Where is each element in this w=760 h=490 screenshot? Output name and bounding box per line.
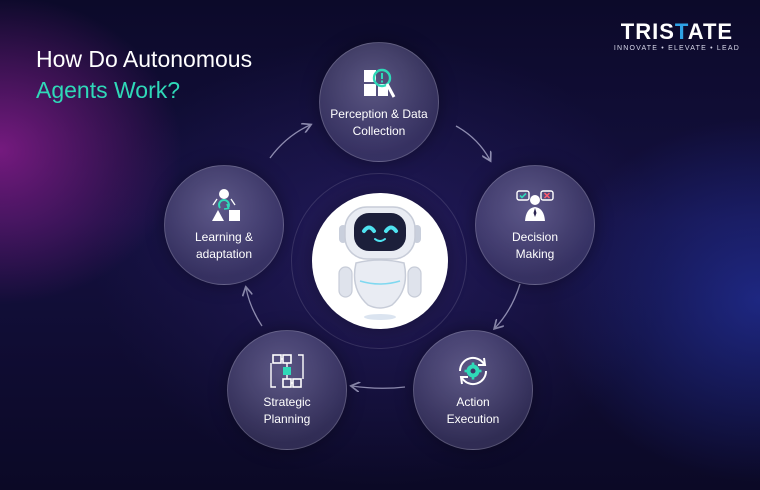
step-label: Action Execution: [446, 395, 500, 426]
step-strategic-planning: Strategic Planning: [227, 330, 347, 450]
tristate-logo: TRISTATE INNOVATE • ELEVATE • LEAD: [613, 20, 740, 53]
gear-refresh-icon: [458, 356, 488, 386]
page-title: How Do Autonomous Agents Work?: [36, 44, 252, 106]
step-action-execution: Action Execution: [413, 330, 533, 450]
step-label: Perception & Data Collection: [330, 107, 428, 138]
step-label: Decision Making: [511, 230, 559, 261]
center-hub: [312, 193, 448, 329]
step-label: Strategic Planning: [263, 395, 311, 426]
step-decision-making: Decision Making: [475, 165, 595, 285]
logo-wordmark: TRISTATE: [614, 20, 740, 44]
arrow-decision-to-action: [495, 283, 521, 328]
arrow-action-to-planning: [352, 386, 406, 388]
step-perception-data-collection: Perception & Data Collection: [319, 42, 439, 162]
logo-text-2: ATE: [687, 19, 734, 44]
arrow-learning-to-perception: [269, 125, 310, 159]
step-label: Learning & adaptation: [194, 230, 254, 261]
title-line-2: Agents Work?: [36, 77, 181, 103]
step-learning-adaptation: Learning & adaptation: [164, 165, 284, 285]
title-line-1: How Do Autonomous: [36, 46, 253, 72]
logo-text-1: TRIS: [620, 19, 675, 44]
robot-icon: [338, 206, 422, 320]
logo-tagline: INNOVATE • ELEVATE • LEAD: [613, 45, 740, 52]
arrow-perception-to-decision: [455, 125, 490, 160]
puzzle-search-icon: [364, 68, 396, 98]
person-choices-icon: [516, 190, 554, 221]
shapes-cycle-icon: [212, 189, 240, 221]
logo-accent-letter: T: [674, 19, 688, 44]
arrow-planning-to-learning: [246, 288, 263, 327]
flowchart-icon: [270, 354, 304, 388]
